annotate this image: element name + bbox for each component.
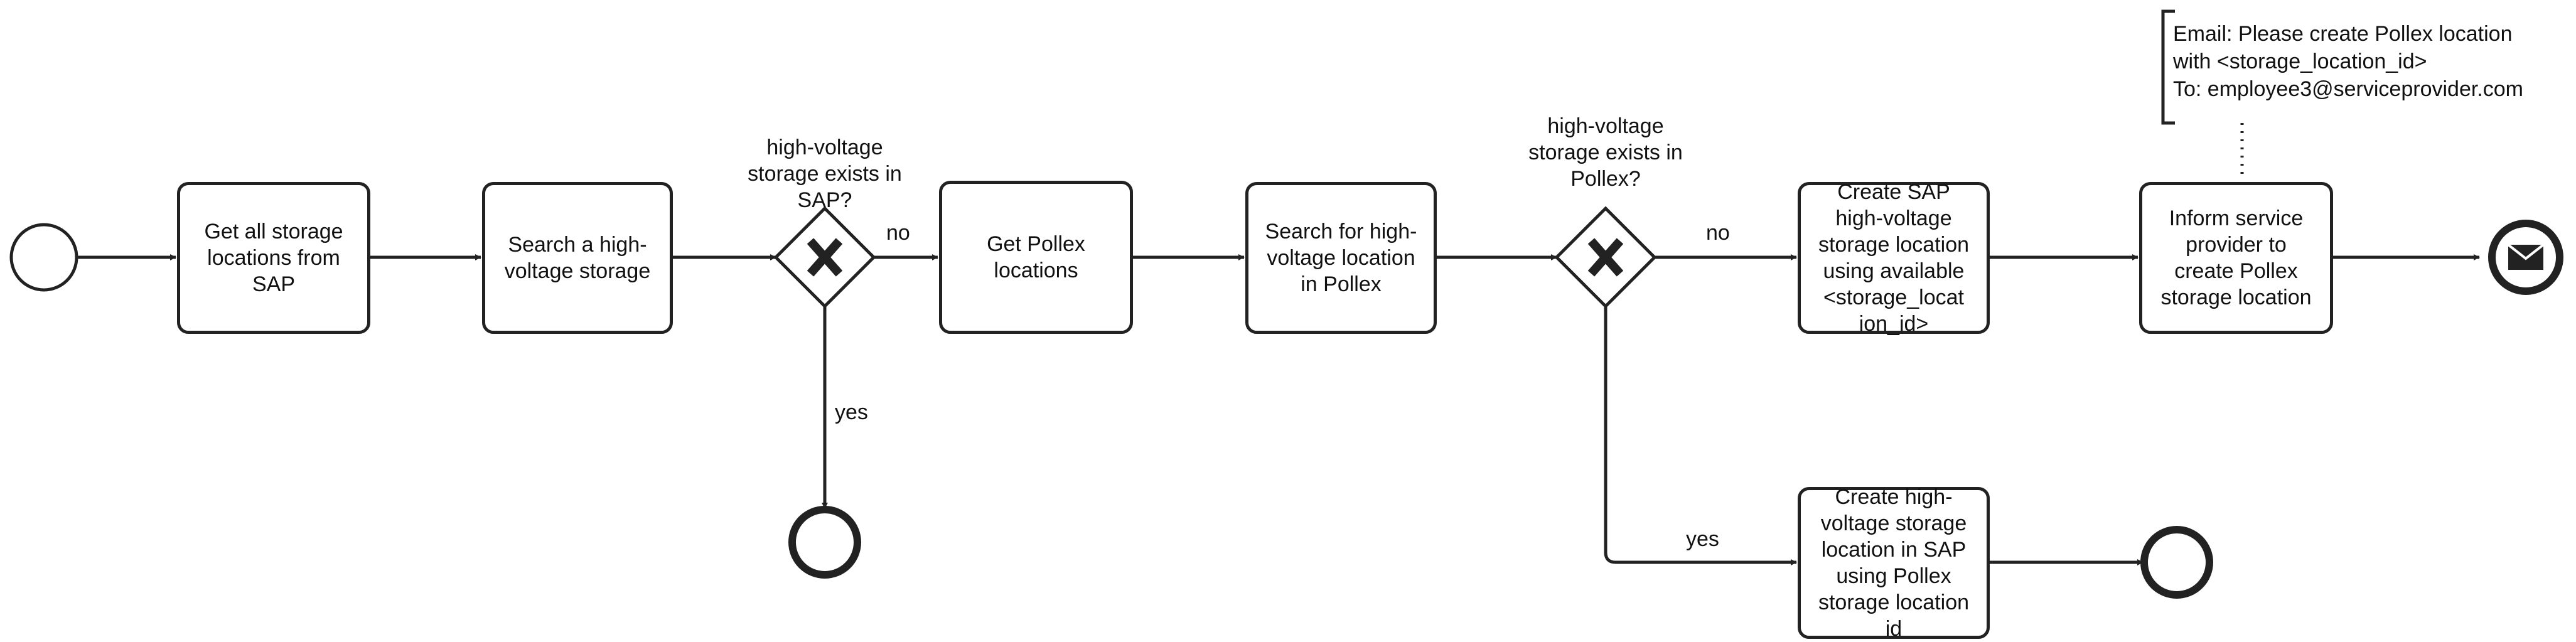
exclusive-x-icon — [1587, 238, 1624, 277]
gateway-pollex-exists — [1554, 206, 1657, 309]
gateway1-question: high-voltage storage exists in SAP? — [748, 136, 902, 212]
annotation-bracket — [2161, 9, 2175, 125]
task-label: Create high- voltage storage location in… — [1818, 485, 1970, 641]
task-label: Search for high- voltage location in Pol… — [1265, 220, 1417, 296]
task-label: Get Pollex locations — [987, 232, 1085, 282]
task-label: Get all storage locations from SAP — [204, 220, 343, 296]
task-search-hv-storage[interactable]: Search a high- voltage storage — [482, 182, 673, 334]
email-annotation: Email: Please create Pollex location wit… — [2173, 22, 2523, 101]
start-event — [9, 223, 78, 292]
flow-label-g2-no: no — [1706, 221, 1730, 245]
end-event-sap-exists — [788, 506, 861, 579]
end-event-message — [2488, 220, 2563, 295]
flow-label-g1-no: no — [886, 221, 910, 245]
task-label: Create SAP high-voltage storage location… — [1818, 180, 1970, 336]
flow-gateway2-yes — [1604, 306, 1797, 565]
flow-label-g2-yes: yes — [1686, 527, 1719, 551]
gateway2-question: high-voltage storage exists in Pollex? — [1528, 114, 1683, 191]
gateway-sap-exists — [773, 206, 876, 309]
task-label: Inform service provider to create Pollex… — [2160, 206, 2312, 309]
envelope-icon — [2507, 243, 2545, 270]
task-search-hv-pollex[interactable]: Search for high- voltage location in Pol… — [1245, 182, 1437, 334]
end-event-created — [2140, 526, 2213, 599]
task-get-storage-locations[interactable]: Get all storage locations from SAP — [177, 182, 370, 334]
exclusive-x-icon — [807, 238, 843, 277]
task-inform-service-provider[interactable]: Inform service provider to create Pollex… — [2139, 182, 2333, 334]
task-label: Search a high- voltage storage — [504, 233, 651, 283]
task-create-hv-location-sap-pollex[interactable]: Create high- voltage storage location in… — [1798, 485, 1990, 641]
task-create-sap-hv-location[interactable]: Create SAP high-voltage storage location… — [1798, 180, 1990, 336]
flow-label-g1-yes: yes — [835, 400, 868, 424]
task-get-pollex-locations[interactable]: Get Pollex locations — [939, 181, 1133, 334]
